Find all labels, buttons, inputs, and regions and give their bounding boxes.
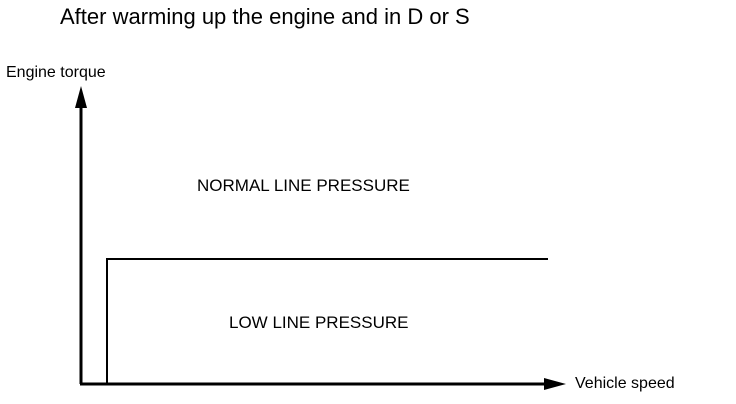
diagram-title: After warming up the engine and in D or … <box>60 4 470 29</box>
y-axis-arrowhead <box>75 86 87 108</box>
y-axis-label: Engine torque <box>6 64 106 81</box>
low-line-pressure-label: LOW LINE PRESSURE <box>229 313 409 332</box>
x-axis-arrowhead <box>544 378 566 390</box>
normal-line-pressure-label: NORMAL LINE PRESSURE <box>197 176 410 195</box>
x-axis-label: Vehicle speed <box>575 375 675 392</box>
pressure-boundary-line <box>106 258 548 384</box>
